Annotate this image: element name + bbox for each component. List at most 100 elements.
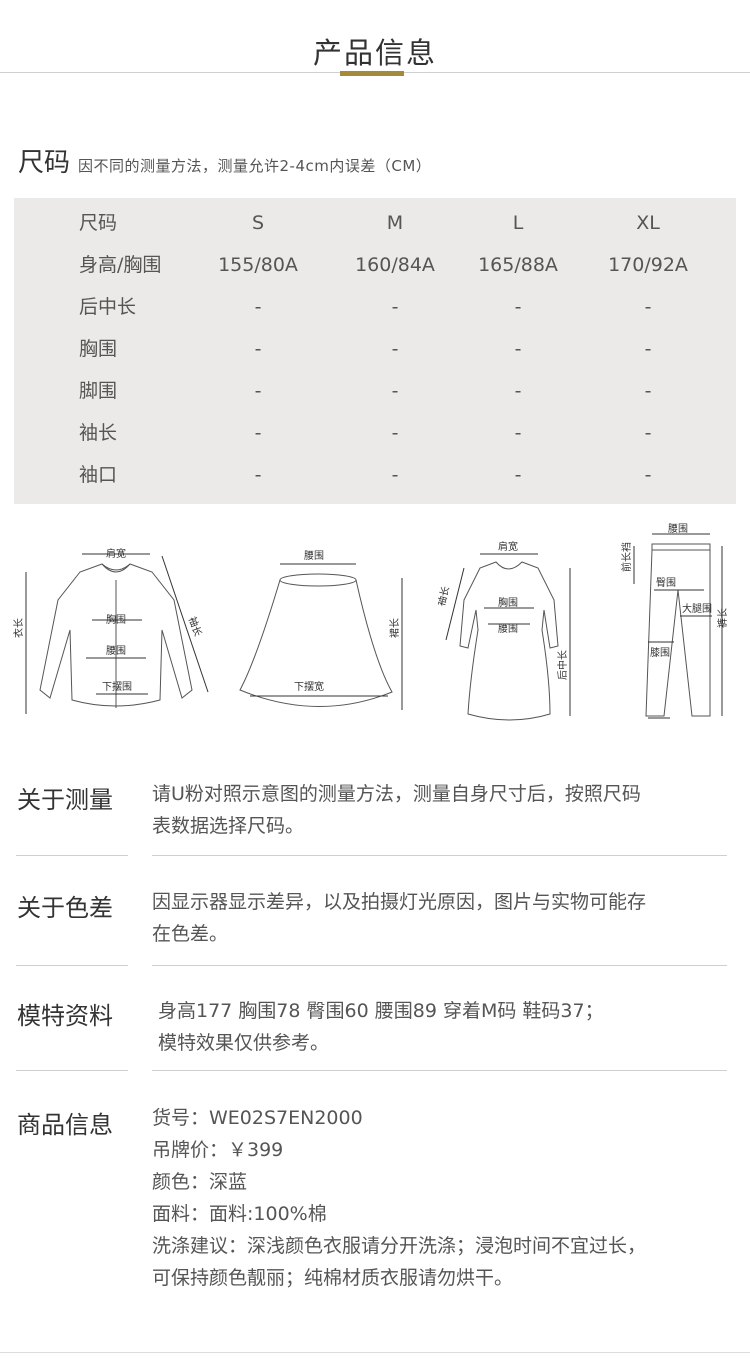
text-line: 因显示器显示差异，以及拍摄灯光原因，图片与实物可能存 [152, 891, 647, 913]
product-label: 商品信息 [17, 1111, 113, 1139]
table-row: 尺码 S M L XL [14, 202, 736, 244]
model-text: 身高177 胸围78 臀围60 腰围89 穿着M码 鞋码37； 模特效果仅供参考… [158, 995, 743, 1059]
shirt-shoulder-label: 肩宽 [106, 547, 126, 560]
size-heading-note: 因不同的测量方法，测量允许2-4cm内误差（CM） [78, 157, 432, 175]
table-row: 身高/胸围 155/80A 160/84A 165/88A 170/92A [14, 244, 736, 286]
table-cell: - [514, 464, 522, 486]
text-line: 请U粉对照示意图的测量方法，测量自身尺寸后，按照尺码 [152, 783, 641, 805]
model-label: 模特资料 [17, 1002, 113, 1030]
table-cell: 165/88A [478, 254, 558, 276]
dress-shoulder-label: 肩宽 [498, 540, 518, 553]
pants-rise-label: 前长裆 [620, 542, 633, 572]
product-sku: 货号：WE02S7EN2000 [152, 1107, 363, 1129]
pants-knee-label: 膝围 [650, 646, 670, 659]
color-text: 因显示器显示差异，以及拍摄灯光原因，图片与实物可能存 在色差。 [152, 886, 737, 950]
table-cell: 170/92A [608, 254, 688, 276]
text-line: 身高177 胸围78 臀围60 腰围89 穿着M码 鞋码37； [158, 1000, 604, 1022]
skirt-diagram: 腰围 下摆宽 裙长 [232, 520, 422, 730]
table-cell: - [644, 380, 652, 402]
shirt-waist-label: 腰围 [106, 645, 126, 657]
product-price: 吊牌价：￥399 [152, 1139, 284, 1161]
table-row: 胸围 - - - - [14, 328, 736, 370]
table-cell: - [391, 296, 399, 318]
table-cell: 155/80A [218, 254, 298, 276]
pants-waist-label: 腰围 [668, 523, 688, 535]
shirt-hem-label: 下摆围 [102, 680, 132, 693]
table-cell: - [254, 422, 262, 444]
divider [152, 855, 727, 856]
shirt-illustration: 肩宽 胸围 腰围 下摆围 衣长 袖长 [12, 547, 209, 714]
pants-hip-label: 臀围 [656, 577, 676, 589]
table-row: 袖口 - - - - [14, 454, 736, 496]
table-cell: - [391, 338, 399, 360]
dress-chest-label: 胸围 [498, 596, 518, 609]
divider [152, 965, 727, 966]
divider [16, 855, 128, 856]
table-cell: - [514, 422, 522, 444]
shirt-chest-label: 胸围 [106, 613, 126, 626]
measure-label: 关于测量 [17, 786, 113, 814]
dress-diagram: 肩宽 胸围 腰围 袖长 后中长 [438, 520, 588, 730]
table-row: 脚围 - - - - [14, 370, 736, 412]
skirt-illustration: 腰围 下摆宽 裙长 [239, 550, 403, 710]
header-accent-bar [340, 71, 404, 76]
table-cell: L [512, 212, 524, 234]
table-cell: - [254, 338, 262, 360]
table-cell: - [391, 380, 399, 402]
table-cell: - [391, 422, 399, 444]
row-label: 尺码 [79, 212, 118, 234]
product-fabric: 面料：面料:100%棉 [152, 1203, 327, 1225]
row-label: 脚围 [79, 380, 118, 402]
row-label: 后中长 [79, 296, 137, 318]
table-cell: - [644, 296, 652, 318]
table-cell: - [391, 464, 399, 486]
text-line: 在色差。 [152, 923, 229, 945]
table-cell: - [514, 338, 522, 360]
row-label: 胸围 [79, 338, 118, 360]
measure-text: 请U粉对照示意图的测量方法，测量自身尺寸后，按照尺码 表数据选择尺码。 [152, 778, 737, 842]
dress-illustration: 肩宽 胸围 腰围 袖长 后中长 [438, 540, 571, 721]
row-label: 袖口 [79, 464, 118, 486]
shirt-length-label: 衣长 [12, 618, 25, 638]
text-line: 表数据选择尺码。 [152, 815, 305, 837]
size-heading-title: 尺码 [18, 148, 71, 178]
pants-thigh-label: 大腿围 [682, 602, 712, 615]
bottom-divider [0, 1352, 750, 1353]
color-label: 关于色差 [17, 894, 113, 922]
product-text: 货号：WE02S7EN2000 吊牌价：￥399 颜色：深蓝 面料：面料:100… [152, 1102, 737, 1294]
table-cell: M [386, 212, 404, 234]
product-color: 颜色：深蓝 [152, 1171, 248, 1193]
pants-length-label: 裤长 [716, 608, 729, 628]
table-cell: XL [636, 212, 660, 234]
table-cell: - [254, 464, 262, 486]
product-wash-care-cont: 可保持颜色靓丽；纯棉材质衣服请勿烘干。 [152, 1267, 514, 1289]
size-heading: 尺码因不同的测量方法，测量允许2-4cm内误差（CM） [18, 142, 431, 179]
shirt-diagram: 肩宽 胸围 腰围 下摆围 衣长 袖长 [10, 520, 220, 730]
page-header: 产品信息 [0, 0, 750, 76]
table-cell: - [254, 296, 262, 318]
table-cell: - [514, 296, 522, 318]
dress-back-length-label: 后中长 [556, 650, 569, 680]
table-row: 袖长 - - - - [14, 412, 736, 454]
pants-diagram: 腰围 前长裆 臀围 大腿围 膝围 裤长 [604, 520, 740, 730]
table-cell: - [254, 380, 262, 402]
table-cell: - [514, 380, 522, 402]
divider [16, 965, 128, 966]
product-wash-care: 洗涤建议：深浅颜色衣服请分开洗涤；浸泡时间不宜过长， [152, 1235, 647, 1257]
page-title: 产品信息 [312, 36, 437, 70]
table-cell: - [644, 464, 652, 486]
skirt-length-label: 裙长 [388, 618, 401, 638]
table-cell: S [251, 212, 265, 234]
row-label: 身高/胸围 [79, 254, 162, 276]
dress-sleeve-label: 袖长 [438, 585, 452, 608]
dress-waist-label: 腰围 [498, 623, 518, 635]
divider [16, 1070, 128, 1071]
pants-illustration: 腰围 前长裆 臀围 大腿围 膝围 裤长 [620, 523, 729, 719]
table-cell: 160/84A [355, 254, 435, 276]
skirt-waist-label: 腰围 [304, 550, 324, 562]
table-cell: - [644, 338, 652, 360]
table-row: 后中长 - - - - [14, 286, 736, 328]
skirt-hem-label: 下摆宽 [294, 680, 324, 693]
table-cell: - [644, 422, 652, 444]
row-label: 袖长 [79, 422, 118, 444]
